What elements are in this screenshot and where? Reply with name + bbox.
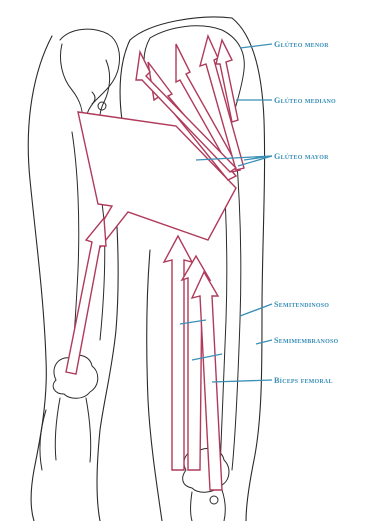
labels: Glúteo menor Glúteo mediano Glúteo mayor…: [274, 40, 338, 385]
label-biceps-femoris: Bíceps femoral: [274, 376, 333, 385]
label-gluteus-maximus: Glúteo mayor: [274, 152, 329, 161]
label-gluteus-minimus: Glúteo menor: [274, 40, 329, 49]
label-semitendinosus: Semitendinoso: [274, 300, 329, 309]
hamstring-arrow-left: [66, 218, 106, 374]
label-semimembranosus: Semimembranoso: [274, 336, 338, 345]
label-gluteus-medius: Glúteo mediano: [274, 96, 336, 105]
